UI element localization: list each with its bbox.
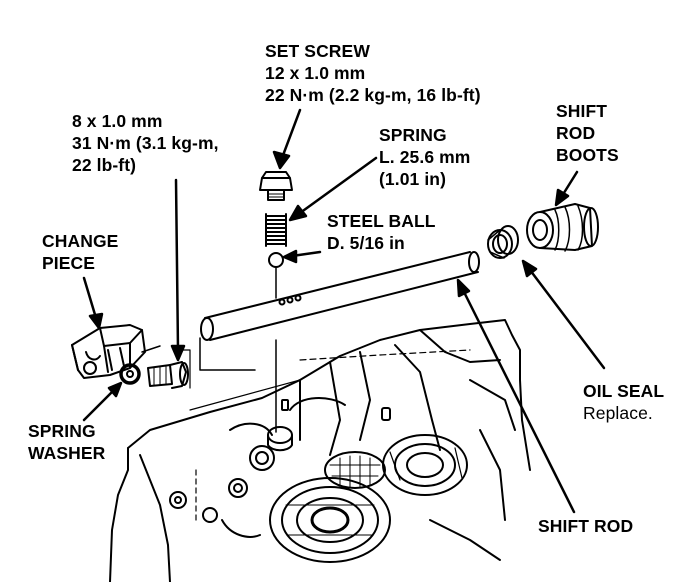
label-spring-washer: SPRING WASHER [28,420,105,464]
bolt-torque-cont: 22 lb-ft) [72,155,137,175]
arrow-set-screw [280,108,302,160]
spring-title: SPRING [379,125,447,145]
label-steel-ball: STEEL BALL D. 5/16 in [327,210,436,254]
change-piece-assembly [71,324,191,389]
oil-seal-note: Replace. [583,403,653,423]
boots-line-3: BOOTS [556,145,619,165]
arrow-spring-washer [82,388,116,422]
spring-length: L. 25.6 mm [379,147,471,167]
boots-line-2: ROD [556,123,596,143]
shift-rod-title: SHIFT ROD [538,516,634,536]
set-screw-title: SET SCREW [265,41,370,61]
arrow-shift-rod [461,288,576,514]
transmission-case [109,319,531,582]
oil-seal-title: OIL SEAL [583,381,665,401]
spring-washer-line-1: SPRING [28,421,96,441]
label-shift-rod-boots: SHIFT ROD BOOTS [556,100,619,166]
steel-ball-diameter: D. 5/16 in [327,233,405,253]
steel-ball-title: STEEL BALL [327,211,436,231]
leader-arrows [82,108,606,514]
arrow-spring [298,156,378,215]
spring-length-in: (1.01 in) [379,169,447,189]
label-bolt-spec: 8 x 1.0 mm 31 N·m (3.1 kg-m, 22 lb-ft) [72,110,219,176]
label-spring: SPRING L. 25.6 mm (1.01 in) [379,124,470,190]
boots-line-1: SHIFT [556,101,608,121]
arrow-change-piece [82,276,98,320]
bolt-torque: 31 N·m (3.1 kg-m, [72,133,219,153]
label-oil-seal: OIL SEAL Replace. [583,380,664,424]
set-screw-size: 12 x 1.0 mm [265,63,366,83]
set-screw-torque: 22 N·m (2.2 kg-m, 16 lb-ft) [265,85,481,105]
label-shift-rod: SHIFT ROD [538,515,633,537]
arrow-oil-seal [528,268,606,370]
oil-seal-part [487,225,519,259]
bolt-size: 8 x 1.0 mm [72,111,163,131]
detent-assembly [259,171,293,433]
change-piece-line-2: PIECE [42,253,96,273]
arrow-shift-rod-boots [560,170,579,198]
spring-washer-line-2: WASHER [28,443,106,463]
change-piece-line-1: CHANGE [42,231,119,251]
label-set-screw: SET SCREW 12 x 1.0 mm 22 N·m (2.2 kg-m, … [265,40,481,106]
shift-rod-boots-part [526,203,599,252]
shift-rod-part [200,251,480,341]
label-change-piece: CHANGE PIECE [42,230,118,274]
arrow-bolt [174,178,180,352]
